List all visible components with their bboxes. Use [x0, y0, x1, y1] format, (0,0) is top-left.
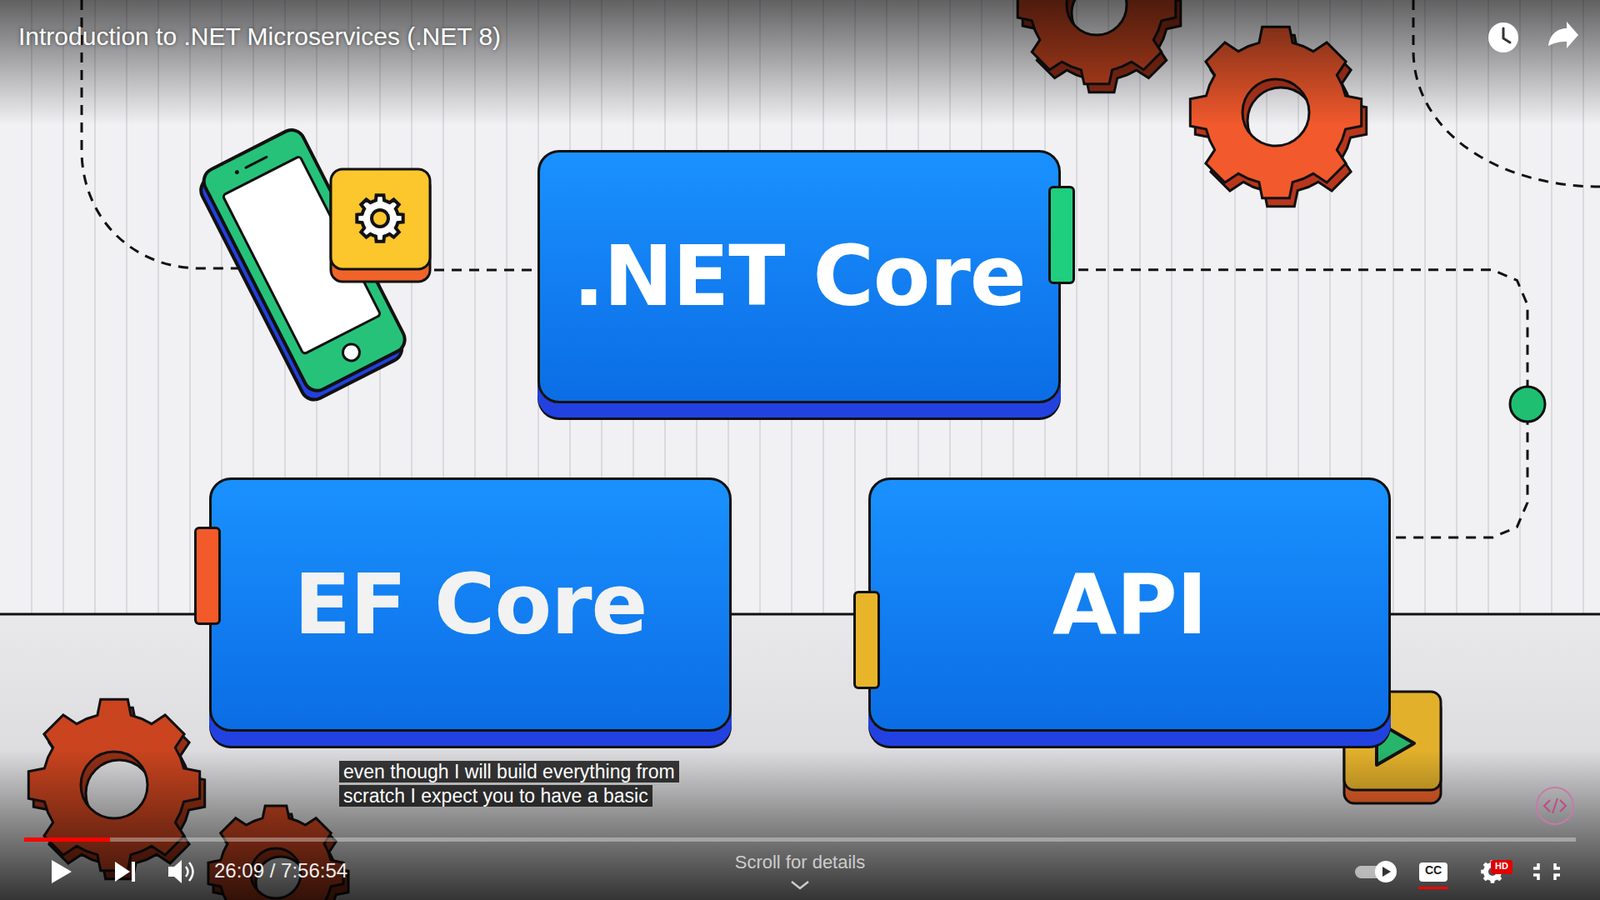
hd-badge — [1490, 860, 1513, 875]
progress-played — [24, 837, 110, 842]
autoplay-toggle — [1355, 860, 1397, 883]
box-label: .NET Core — [572, 230, 1025, 323]
video-title: Introduction to .NET Microservices (.NET… — [18, 22, 501, 51]
clock-icon — [1488, 22, 1519, 53]
tech-box: API — [868, 477, 1391, 732]
cc-label: CC — [1419, 864, 1448, 877]
share-icon — [1548, 21, 1579, 49]
cc-icon — [1419, 862, 1448, 882]
time-display: 26:09 / 7:56:54 — [214, 860, 348, 882]
fullscreen-exit-icon — [1533, 863, 1560, 880]
subtitle-box: even though I will build everything from… — [339, 760, 710, 809]
tech-box: .NET Core — [537, 150, 1061, 404]
box-label: API — [1052, 559, 1207, 651]
junction-dot — [1510, 386, 1545, 422]
scroll-hint: Scroll for details — [700, 852, 900, 873]
gear-icon — [356, 195, 403, 241]
progress-track — [24, 837, 1576, 842]
subtitle-text: even though I will build everything from… — [339, 760, 680, 807]
settings-badge — [330, 169, 430, 282]
next-icon — [115, 861, 135, 882]
cc-active-bar — [1418, 886, 1449, 890]
watermark-icon — [1536, 787, 1574, 825]
chevron-icon — [791, 881, 809, 889]
dashed-path — [416, 269, 538, 272]
box-label: EF Core — [294, 559, 648, 651]
play-icon — [51, 860, 72, 884]
tech-box: EF Core — [209, 477, 732, 732]
top-shade — [0, 0, 1600, 125]
hd-label: HD — [1490, 860, 1513, 871]
volume-icon — [168, 860, 194, 884]
bottom-shade — [0, 750, 1600, 900]
